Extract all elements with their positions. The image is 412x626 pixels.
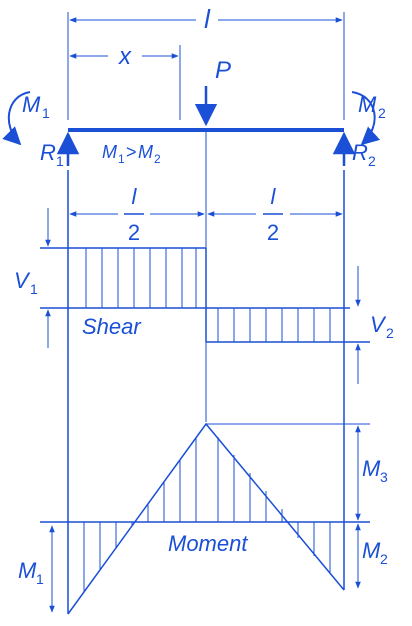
span-dimension: l xyxy=(67,4,345,120)
svg-text:M: M xyxy=(138,142,153,162)
svg-text:2: 2 xyxy=(267,220,279,245)
moment-hatch xyxy=(83,437,331,592)
svg-text:1: 1 xyxy=(56,153,64,169)
shear-right-label: V xyxy=(370,312,387,337)
svg-text:1: 1 xyxy=(118,152,125,166)
svg-text:3: 3 xyxy=(380,469,388,485)
distance-label: x xyxy=(118,43,132,70)
svg-text:2: 2 xyxy=(154,152,161,166)
moment-right-dim-label: M xyxy=(362,538,381,563)
moment-curve xyxy=(67,422,345,615)
shear-title: Shear xyxy=(82,314,142,339)
reaction-right-label: R xyxy=(352,140,368,165)
moment-diagram: M 1 M 3 M 2 Moment xyxy=(18,422,388,615)
svg-text:1: 1 xyxy=(30,281,38,297)
svg-text:2: 2 xyxy=(368,153,376,169)
moment-left-label: M xyxy=(22,92,41,117)
moment-mid-label: M xyxy=(362,456,381,481)
shear-hatch-negative xyxy=(217,308,331,342)
reaction-left-label: R xyxy=(40,140,56,165)
shear-diagram: V 1 V 2 Shear xyxy=(14,208,394,384)
svg-text:2: 2 xyxy=(378,105,386,121)
svg-text:l: l xyxy=(271,184,277,209)
left-end-moment: M 1 xyxy=(2,91,50,146)
distance-dimension: x xyxy=(69,43,181,120)
right-reaction: R 2 xyxy=(332,131,376,169)
span-label: l xyxy=(204,4,211,34)
svg-text:1: 1 xyxy=(42,105,50,121)
svg-text:l: l xyxy=(132,184,138,209)
svg-text:2: 2 xyxy=(128,220,140,245)
right-end-moment: M 2 xyxy=(351,91,386,146)
moment-condition: M 1 > M 2 xyxy=(102,142,161,166)
svg-text:2: 2 xyxy=(386,325,394,341)
svg-text:2: 2 xyxy=(380,551,388,567)
shear-hatch-positive xyxy=(85,248,197,308)
shear-left-label: V xyxy=(14,268,31,293)
svg-text:>: > xyxy=(126,142,137,162)
half-span-dimensions: l 2 l 2 xyxy=(69,184,343,245)
point-load: P xyxy=(194,57,231,127)
moment-left-dim-label: M xyxy=(18,558,37,583)
left-reaction: R 1 xyxy=(40,131,80,169)
svg-text:1: 1 xyxy=(36,571,44,587)
svg-text:M: M xyxy=(102,142,117,162)
load-label: P xyxy=(215,57,231,84)
moment-right-label: M xyxy=(358,92,377,117)
moment-title: Moment xyxy=(168,531,248,556)
